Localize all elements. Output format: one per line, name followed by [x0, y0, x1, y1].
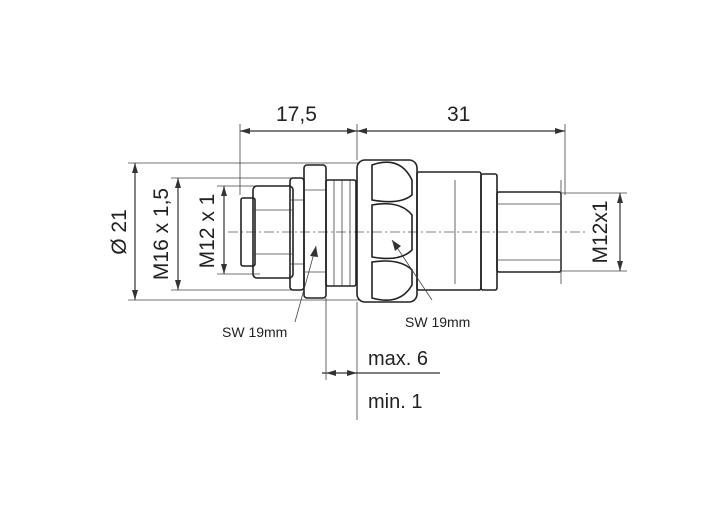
- callout-wrench-right: SW 19mm: [405, 314, 470, 330]
- top-dimension-lines: [239, 124, 566, 195]
- dim-thread-panel: M16 x 1,5: [150, 188, 173, 280]
- dim-left-length: 17,5: [276, 103, 317, 126]
- dim-thread-front: M12 x 1: [196, 194, 219, 269]
- dim-right-length: 31: [447, 103, 470, 126]
- dim-thread-rear: M12x1: [589, 200, 612, 263]
- connector-body: [240, 159, 562, 303]
- panel-thickness-lines: [322, 298, 440, 420]
- dim-min-panel: min. 1: [368, 391, 422, 413]
- right-dimension-lines: [560, 192, 627, 272]
- wrench-leaders: [294, 239, 433, 323]
- dim-max-panel: max. 6: [368, 348, 428, 370]
- callout-wrench-left: SW 19mm: [222, 324, 287, 340]
- dim-diameter: Ø 21: [108, 209, 131, 255]
